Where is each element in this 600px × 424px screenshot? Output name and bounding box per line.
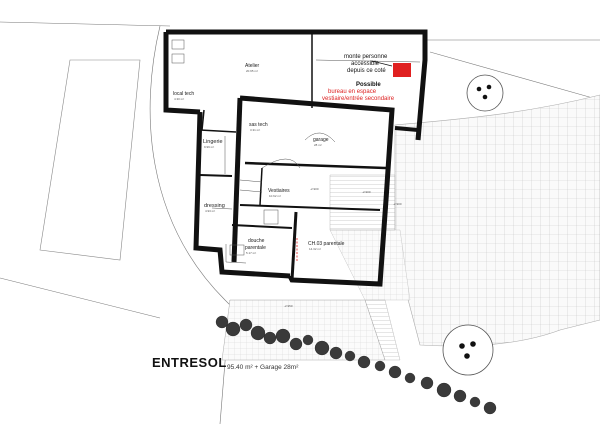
terrace-paving (221, 94, 600, 361)
svg-text:9.99 m²: 9.99 m² (204, 145, 214, 149)
svg-text:14.32 m²: 14.32 m² (309, 247, 321, 251)
svg-text:bureau en espace: bureau en espace (328, 89, 377, 95)
level-tags: -2.900 -2.900 -2.900 -2.950 (284, 187, 402, 308)
room-label-vestiaires: Vestiaires 10.62 m² (268, 188, 290, 198)
svg-text:vestiaire/entrée secondaire: vestiaire/entrée secondaire (322, 96, 395, 102)
room-label-garage: garage 28 m² (313, 137, 329, 147)
svg-text:-2.900: -2.900 (362, 190, 371, 194)
svg-text:-2.950: -2.950 (284, 304, 293, 308)
svg-text:4.93 m²: 4.93 m² (205, 209, 215, 213)
svg-text:10.62 m²: 10.62 m² (269, 194, 281, 198)
svg-text:garage: garage (313, 137, 329, 143)
room-label-ch03: CH.03 parentale 14.32 m² (308, 241, 345, 251)
svg-text:monte personne: monte personne (344, 54, 388, 60)
room-label-douche: douche parentale 5.17 m² (245, 238, 266, 255)
svg-text:Possible: Possible (356, 82, 381, 88)
building-walls (163, 29, 428, 287)
svg-text:CH.03 parentale: CH.03 parentale (308, 241, 345, 247)
interior-details (171, 39, 421, 264)
svg-text:dressing: dressing (204, 203, 225, 209)
vegetation (215, 315, 497, 415)
room-label-lingerie: Lingerie 9.99 m² (203, 139, 223, 149)
svg-text:Atelier: Atelier (245, 63, 260, 69)
room-label-local-tech: local tech 4.30 m² (173, 91, 194, 101)
svg-text:Vestiaires: Vestiaires (268, 188, 290, 194)
svg-text:20.95 m²: 20.95 m² (246, 69, 258, 73)
annotation-lift: monte personne accessible depuis ce coté… (322, 54, 395, 102)
tree-top (466, 74, 504, 112)
svg-text:4.30 m²: 4.30 m² (174, 97, 184, 101)
svg-text:28 m²: 28 m² (314, 143, 322, 147)
svg-text:sas tech: sas tech (249, 122, 268, 128)
tree-bottom (442, 324, 494, 376)
plan-title: ENTRESOL (152, 355, 227, 370)
svg-text:5.17 m²: 5.17 m² (246, 251, 256, 255)
svg-text:3.31 m²: 3.31 m² (250, 128, 260, 132)
svg-text:Lingerie: Lingerie (203, 139, 223, 145)
douche-line-1: douche (248, 238, 265, 244)
room-label-dressing: dressing 4.93 m² (204, 203, 225, 213)
douche-line-2: parentale (245, 245, 266, 251)
room-label-sas-tech: sas tech 3.31 m² (249, 122, 268, 132)
lift-marker (393, 63, 411, 77)
svg-text:accessible: accessible (351, 61, 380, 67)
lift-arrow (371, 60, 393, 67)
plan-area: 95.40 m² + Garage 28m² (227, 364, 299, 371)
room-label-atelier: Atelier 20.95 m² (245, 63, 260, 73)
svg-text:-2.900: -2.900 (310, 187, 319, 191)
svg-text:-2.900: -2.900 (393, 202, 402, 206)
svg-text:depuis ce coté: depuis ce coté (347, 68, 386, 74)
svg-text:local tech: local tech (173, 91, 194, 97)
